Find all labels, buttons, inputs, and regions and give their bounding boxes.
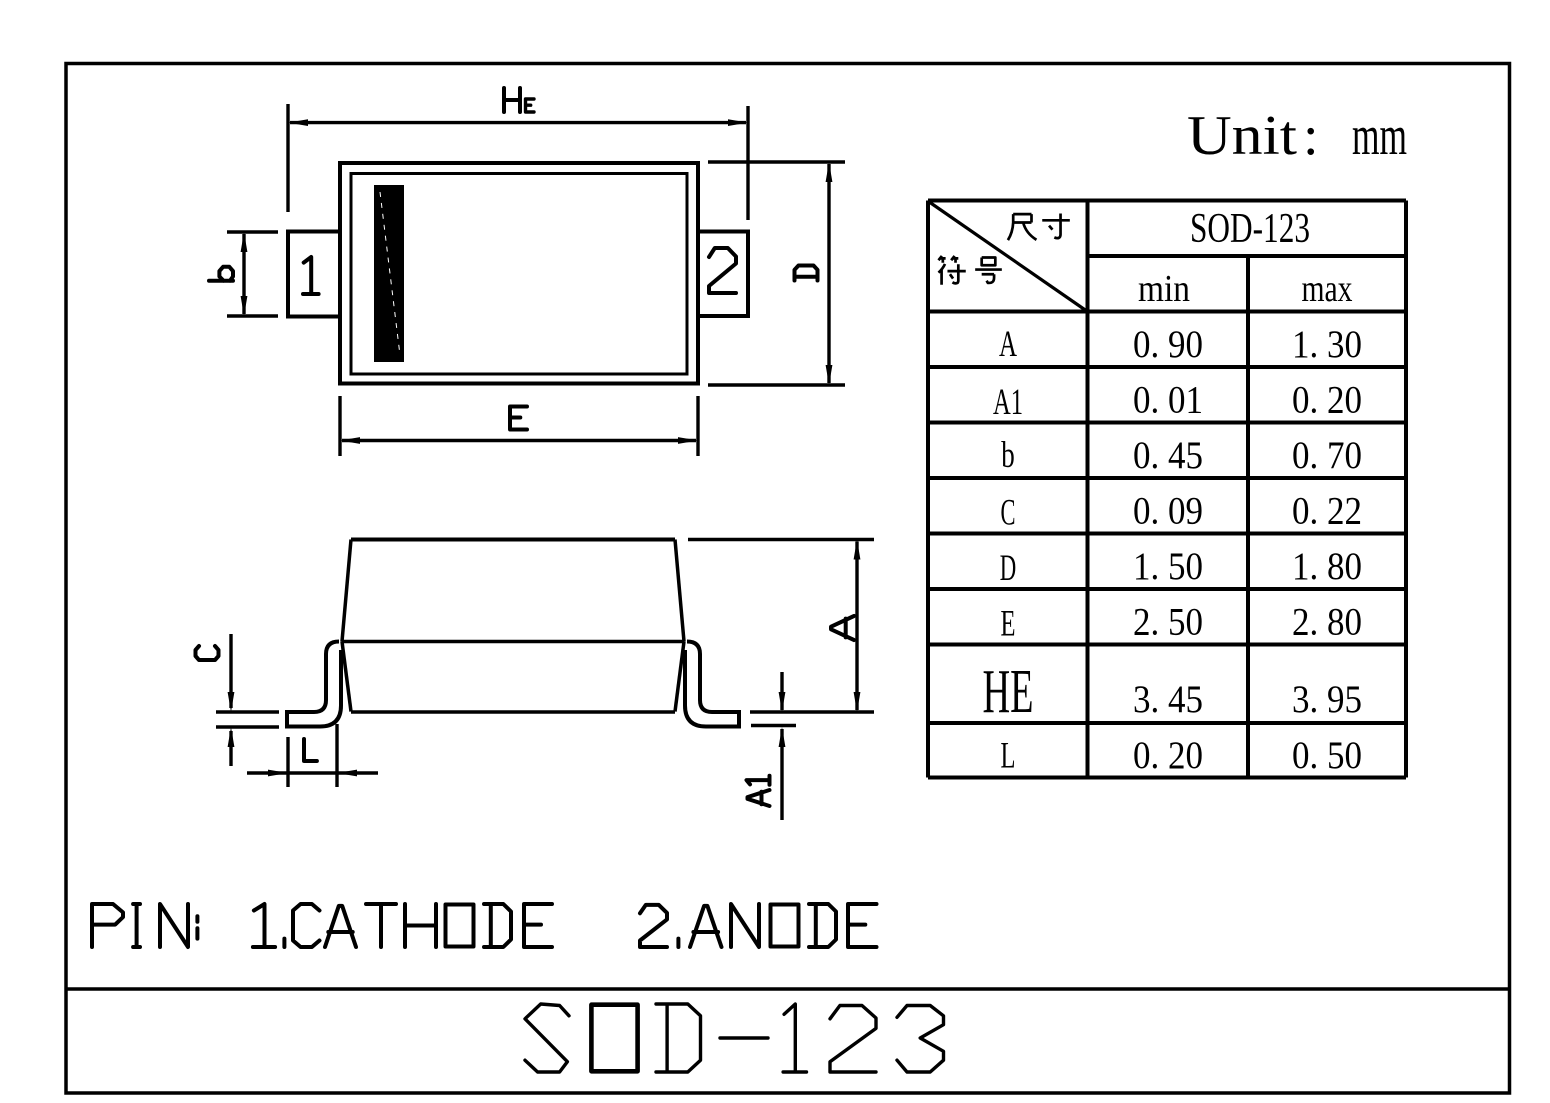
svg-text:0. 50: 0. 50 [1292, 734, 1362, 777]
svg-text:1. 50: 1. 50 [1133, 545, 1203, 588]
svg-text:C: C [1001, 493, 1016, 534]
svg-text:L: L [1001, 736, 1016, 777]
svg-text:mm: mm [1352, 105, 1407, 167]
svg-text:2. 50: 2. 50 [1133, 601, 1203, 644]
svg-text:2. 80: 2. 80 [1292, 601, 1362, 644]
svg-text:HE: HE [983, 658, 1034, 726]
svg-text:SOD-123: SOD-123 [1190, 206, 1310, 252]
svg-text:E: E [1001, 604, 1016, 645]
svg-text:0. 22: 0. 22 [1292, 490, 1362, 533]
svg-text:D: D [1000, 548, 1017, 589]
svg-text:1. 80: 1. 80 [1292, 545, 1362, 588]
svg-text:1. 30: 1. 30 [1292, 323, 1362, 366]
svg-text:3. 95: 3. 95 [1292, 678, 1362, 721]
svg-text:max: max [1302, 268, 1353, 310]
svg-text:A1: A1 [993, 382, 1023, 423]
svg-text:0. 90: 0. 90 [1133, 323, 1203, 366]
svg-text:Unit: Unit [1187, 105, 1297, 167]
svg-text:min: min [1138, 268, 1190, 310]
svg-text::: : [1303, 105, 1319, 167]
svg-text:b: b [1001, 435, 1015, 476]
svg-text:0. 20: 0. 20 [1292, 379, 1362, 422]
svg-text:0. 01: 0. 01 [1133, 379, 1203, 422]
svg-text:A: A [999, 324, 1017, 365]
svg-text:3. 45: 3. 45 [1133, 678, 1203, 721]
svg-text:0. 09: 0. 09 [1133, 490, 1203, 533]
svg-text:0. 20: 0. 20 [1133, 734, 1203, 777]
svg-text:0. 45: 0. 45 [1133, 434, 1203, 477]
svg-text:0. 70: 0. 70 [1292, 434, 1362, 477]
